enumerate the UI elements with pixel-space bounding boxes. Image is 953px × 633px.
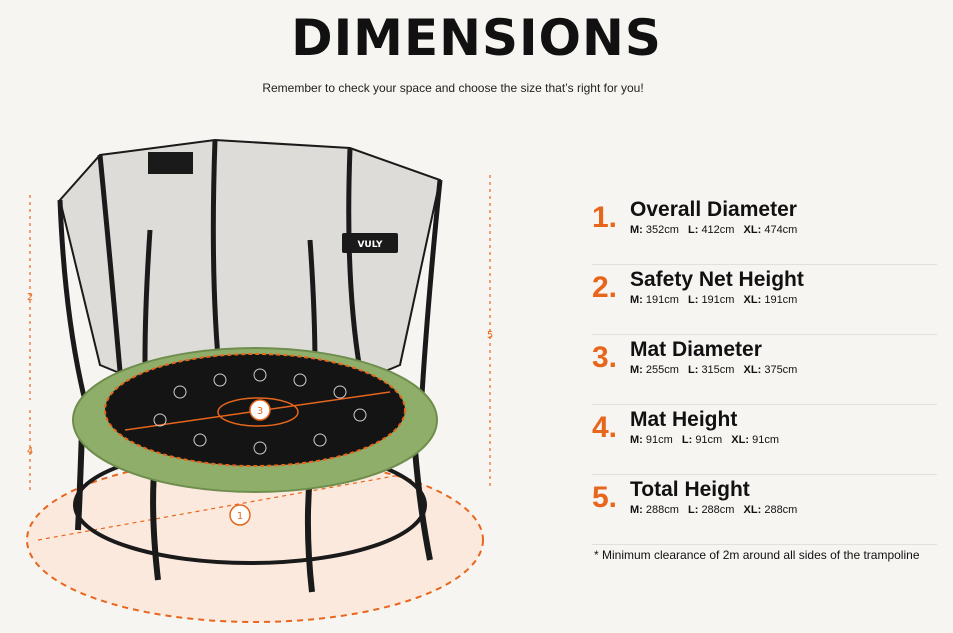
spec-total-height: 5. Total Height M: 288cm L: 288cm XL: 28… bbox=[592, 475, 937, 545]
spec-mat-diameter: 3. Mat Diameter M: 255cm L: 315cm XL: 37… bbox=[592, 335, 937, 405]
trampoline-illustration: VULY 1 3 2 4 5 bbox=[26, 138, 493, 623]
svg-text:3: 3 bbox=[257, 406, 263, 417]
net-pocket bbox=[148, 152, 193, 174]
spec-values: M: 91cm L: 91cm XL: 91cm bbox=[630, 434, 779, 446]
spec-number: 5. bbox=[592, 481, 618, 514]
brand-tag bbox=[342, 233, 398, 253]
spec-title: Mat Height bbox=[630, 408, 738, 431]
spec-number: 2. bbox=[592, 271, 618, 304]
leg-left bbox=[75, 429, 85, 531]
label-5: 5 bbox=[487, 330, 493, 341]
spec-values: M: 255cm L: 315cm XL: 375cm bbox=[630, 364, 798, 376]
spec-title: Safety Net Height bbox=[630, 268, 804, 291]
spec-number: 4. bbox=[592, 411, 618, 444]
leg-right bbox=[412, 449, 433, 561]
label-4: 4 bbox=[27, 446, 33, 457]
spec-number: 3. bbox=[592, 341, 618, 374]
badge-3: 3 bbox=[249, 399, 271, 421]
label-2: 2 bbox=[27, 292, 33, 303]
clearance-note: * Minimum clearance of 2m around all sid… bbox=[594, 548, 920, 562]
spec-values: M: 288cm L: 288cm XL: 288cm bbox=[630, 504, 798, 516]
brand-name: VULY bbox=[357, 240, 383, 250]
spec-values: M: 352cm L: 412cm XL: 474cm bbox=[630, 224, 798, 236]
spec-list: 1. Overall Diameter M: 352cm L: 412cm XL… bbox=[592, 195, 937, 545]
spec-values: M: 191cm L: 191cm XL: 191cm bbox=[630, 294, 798, 306]
page-subtitle: Remember to check your space and choose … bbox=[262, 81, 644, 95]
spec-number: 1. bbox=[592, 201, 618, 234]
spec-title: Total Height bbox=[630, 478, 750, 501]
svg-text:1: 1 bbox=[237, 511, 243, 522]
spec-title: Mat Diameter bbox=[630, 338, 762, 361]
badge-1: 1 bbox=[229, 504, 251, 526]
spec-title: Overall Diameter bbox=[630, 198, 797, 221]
diameter-line bbox=[37, 474, 401, 541]
spec-overall-diameter: 1. Overall Diameter M: 352cm L: 412cm XL… bbox=[592, 195, 937, 265]
page-title: DIMENSIONS bbox=[291, 9, 662, 67]
spec-mat-height: 4. Mat Height M: 91cm L: 91cm XL: 91cm bbox=[592, 405, 937, 475]
spec-safety-net-height: 2. Safety Net Height M: 191cm L: 191cm X… bbox=[592, 265, 937, 335]
